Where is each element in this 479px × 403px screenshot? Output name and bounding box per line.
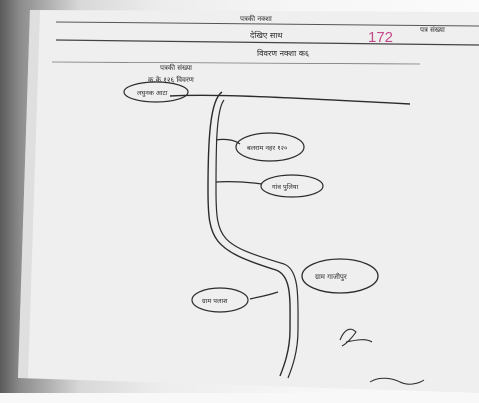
right-header: पत्र संख्या [420, 26, 445, 34]
branch-line-2 [215, 181, 263, 185]
bubble-middle-2 [260, 174, 324, 198]
branch-line-3 [249, 291, 279, 300]
header-underline [55, 39, 479, 46]
note-line-2: क.के १२६ विवरण [148, 75, 195, 84]
bubble-bottom-left [191, 287, 249, 313]
note-line-1: पत्रकी संख्या [160, 63, 192, 72]
header-rule [55, 21, 479, 27]
header-line2: देखिए साथ [250, 30, 283, 40]
label-right: ग्राम गाजीपुर [315, 272, 347, 281]
branch-line-1 [215, 138, 241, 145]
signature-mark [339, 328, 373, 347]
label-middle-1: बलराम नहर १२० [247, 144, 287, 152]
page-number: 172 [368, 29, 393, 46]
subtitle: विवरण नक्शा क६ [257, 48, 309, 58]
road-vertical-outer [207, 91, 291, 377]
bottom-scribble [369, 377, 425, 385]
label-middle-2: गांव पुलिया [272, 183, 299, 191]
bubble-top-left [123, 81, 189, 103]
bottom-margin [0, 393, 479, 403]
label-top-left: लघुनक आटा [137, 89, 168, 97]
paper-edge-shadow [18, 10, 40, 378]
label-bottom-left: ग्राम पलाश [202, 297, 228, 305]
header-top: पत्रकी नक्शा [240, 14, 272, 23]
faint-rule [51, 61, 421, 65]
road-vertical-inner [215, 99, 299, 379]
bubble-right [301, 258, 379, 294]
paper-surface [18, 10, 479, 393]
bubble-middle-1 [235, 132, 305, 162]
